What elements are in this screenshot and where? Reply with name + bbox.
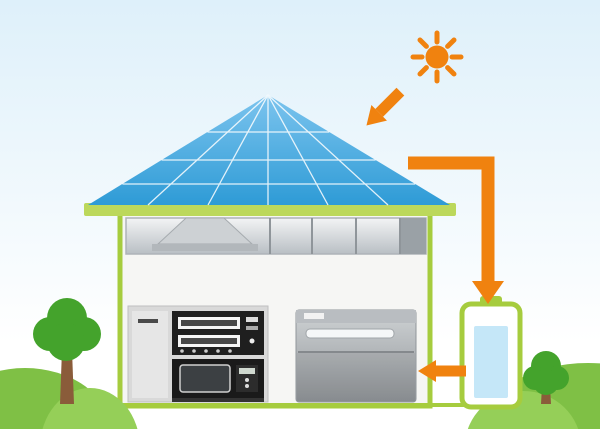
arrow-battery-to-house-icon bbox=[418, 360, 466, 382]
tree-canopy bbox=[523, 351, 569, 395]
upper-window-band bbox=[125, 217, 427, 255]
arrow-roof-to-battery-icon bbox=[408, 156, 504, 304]
dishwasher-icon bbox=[295, 309, 417, 403]
left-tree bbox=[33, 298, 101, 404]
solar-panel-roof bbox=[88, 94, 450, 206]
sun-icon bbox=[410, 30, 464, 84]
arrow-sun-to-roof-icon bbox=[366, 87, 405, 126]
right-tree bbox=[523, 351, 569, 404]
battery-unit bbox=[459, 296, 523, 410]
microwave-icon bbox=[172, 359, 264, 402]
cabinet-handle bbox=[138, 319, 158, 323]
range-hood-icon bbox=[152, 217, 258, 251]
tree-trunk bbox=[60, 350, 74, 404]
control-stack bbox=[172, 311, 264, 355]
cabinet-door bbox=[132, 311, 168, 398]
battery-level bbox=[474, 326, 508, 398]
house bbox=[84, 94, 456, 409]
tree-canopy bbox=[33, 298, 101, 361]
window-pane-dark bbox=[400, 218, 426, 254]
solar-panel-grid bbox=[122, 94, 416, 206]
roof-eaves bbox=[84, 203, 456, 216]
kitchen-unit bbox=[127, 305, 269, 403]
